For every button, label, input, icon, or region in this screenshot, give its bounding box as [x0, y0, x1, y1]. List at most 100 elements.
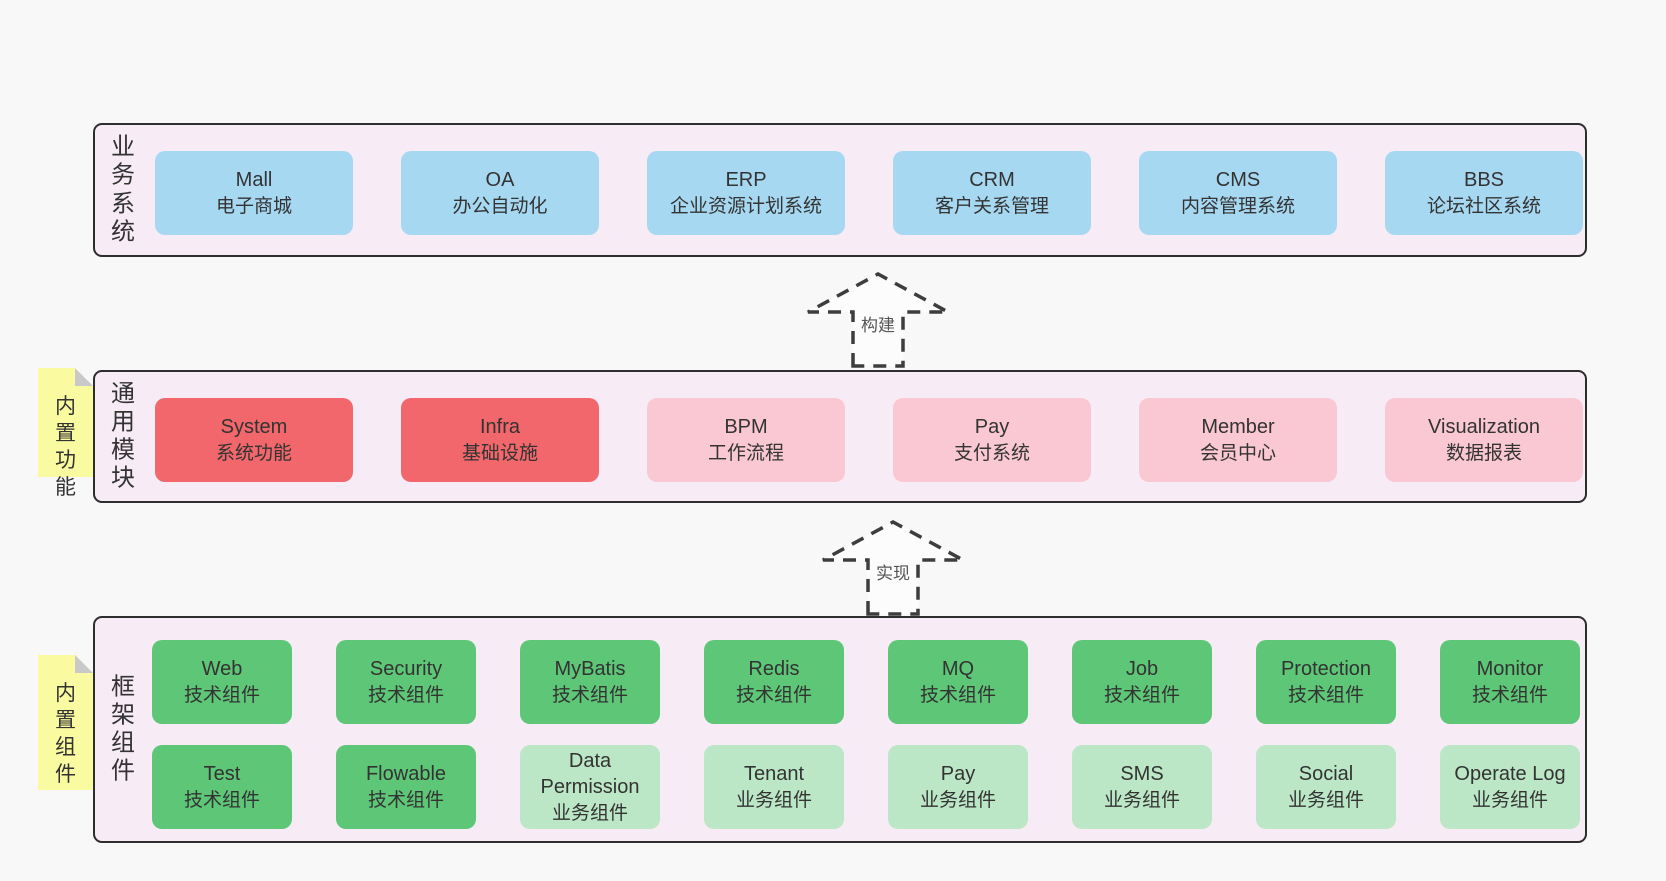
node-name: Member [1201, 416, 1275, 439]
node-subtitle: 内容管理系统 [1180, 195, 1295, 217]
node-redis: Redis 技术组件 [704, 640, 844, 724]
band-business-systems: 业务系统 Mall 电子商城 OA 办公自动化 ERP 企业资源计划系统 CRM… [93, 123, 1587, 257]
node-data-permission: Data Permission 业务组件 [520, 745, 660, 829]
node-visualization: Visualization 数据报表 [1385, 398, 1583, 482]
node-name: Visualization [1428, 416, 1540, 439]
node-system: System 系统功能 [155, 398, 353, 482]
node-mq: MQ 技术组件 [888, 640, 1028, 724]
node-subtitle: 业务组件 [1103, 789, 1180, 811]
node-bpm: BPM 工作流程 [647, 398, 845, 482]
node-subtitle: 电子商城 [215, 195, 292, 217]
node-subtitle: 数据报表 [1445, 442, 1522, 464]
band-label-framework-components: 框架组件 [110, 672, 135, 785]
node-subtitle: 基础设施 [461, 442, 538, 464]
node-name: Pay [940, 763, 976, 786]
node-crm: CRM 客户关系管理 [893, 151, 1091, 235]
node-test: Test 技术组件 [152, 745, 292, 829]
node-infra: Infra 基础设施 [401, 398, 599, 482]
node-tenant: Tenant 业务组件 [704, 745, 844, 829]
node-subtitle: 工作流程 [707, 442, 784, 464]
node-subtitle: 技术组件 [735, 684, 812, 706]
node-job: Job 技术组件 [1072, 640, 1212, 724]
node-name: MyBatis [554, 658, 626, 681]
node-name: SMS [1120, 763, 1164, 786]
node-subtitle: 业务组件 [919, 789, 996, 811]
arrow-label-implement: 实现 [873, 559, 913, 584]
node-name: Job [1125, 658, 1159, 681]
band-label-common-modules: 通用模块 [110, 379, 135, 492]
node-bbs: BBS 论坛社区系统 [1385, 151, 1583, 235]
node-member: Member 会员中心 [1139, 398, 1337, 482]
band-framework-components: 框架组件 Web 技术组件 Security 技术组件 MyBatis 技术组件… [93, 616, 1587, 843]
node-subtitle: 系统功能 [215, 442, 292, 464]
band-label-business-systems: 业务系统 [110, 133, 135, 246]
node-subtitle: 技术组件 [367, 684, 444, 706]
node-name: Pay [974, 416, 1010, 439]
node-erp: ERP 企业资源计划系统 [647, 151, 845, 235]
node-oa: OA 办公自动化 [401, 151, 599, 235]
node-flowable: Flowable 技术组件 [336, 745, 476, 829]
node-name: Infra [479, 416, 521, 439]
node-operate-log: Operate Log 业务组件 [1440, 745, 1580, 829]
node-name: BPM [724, 416, 768, 439]
sticky-note-label: 内置功能 [54, 395, 76, 499]
node-name: Redis [748, 658, 800, 681]
node-name: Social [1298, 763, 1354, 786]
node-name: Web [201, 658, 243, 681]
node-name: Test [203, 763, 241, 786]
node-subtitle: 技术组件 [183, 684, 260, 706]
node-name: Flowable [365, 763, 447, 786]
node-name: System [220, 416, 288, 439]
node-subtitle: 办公自动化 [452, 195, 548, 217]
node-cms: CMS 内容管理系统 [1139, 151, 1337, 235]
sticky-note-builtin-features: 内置功能 [38, 368, 93, 499]
node-name: Protection [1280, 658, 1372, 681]
node-name: Monitor [1476, 658, 1544, 681]
arrow-label-build: 构建 [858, 311, 898, 336]
node-subtitle: 业务组件 [551, 802, 628, 824]
node-name: Data Permission [540, 750, 640, 799]
node-subtitle: 技术组件 [1471, 684, 1548, 706]
sticky-note-builtin-components: 内置组件 [38, 655, 93, 790]
node-subtitle: 企业资源计划系统 [669, 195, 822, 217]
node-subtitle: 技术组件 [919, 684, 996, 706]
node-name: CMS [1215, 169, 1261, 192]
node-name: ERP [725, 169, 767, 192]
node-subtitle: 技术组件 [367, 789, 444, 811]
node-name: Security [369, 658, 443, 681]
dashed-up-arrow-implement: 实现 [818, 516, 968, 616]
node-subtitle: 支付系统 [953, 442, 1030, 464]
band-common-modules: 通用模块 System 系统功能 Infra 基础设施 BPM 工作流程 Pay… [93, 370, 1587, 503]
node-name: BBS [1463, 169, 1505, 192]
sticky-note-label: 内置组件 [54, 682, 76, 786]
node-subtitle: 客户关系管理 [934, 195, 1049, 217]
node-subtitle: 会员中心 [1199, 442, 1276, 464]
node-protection: Protection 技术组件 [1256, 640, 1396, 724]
node-name: Operate Log [1454, 763, 1566, 786]
node-security: Security 技术组件 [336, 640, 476, 724]
node-name: Mall [235, 169, 273, 192]
folded-corner-icon [75, 368, 93, 386]
node-subtitle: 业务组件 [1471, 789, 1548, 811]
node-pay-system: Pay 支付系统 [893, 398, 1091, 482]
sticky-paper [38, 368, 93, 477]
sticky-paper [38, 655, 93, 790]
node-name: CRM [969, 169, 1015, 192]
node-subtitle: 技术组件 [183, 789, 260, 811]
node-web: Web 技术组件 [152, 640, 292, 724]
node-mall: Mall 电子商城 [155, 151, 353, 235]
folded-corner-icon [75, 655, 93, 673]
dashed-up-arrow-build: 构建 [803, 268, 953, 368]
node-subtitle: 技术组件 [1103, 684, 1180, 706]
node-sms: SMS 业务组件 [1072, 745, 1212, 829]
node-pay-component: Pay 业务组件 [888, 745, 1028, 829]
node-monitor: Monitor 技术组件 [1440, 640, 1580, 724]
node-name: MQ [941, 658, 975, 681]
node-subtitle: 业务组件 [735, 789, 812, 811]
node-subtitle: 技术组件 [1287, 684, 1364, 706]
node-social: Social 业务组件 [1256, 745, 1396, 829]
node-name: Tenant [743, 763, 805, 786]
node-subtitle: 技术组件 [551, 684, 628, 706]
node-name: OA [485, 169, 515, 192]
